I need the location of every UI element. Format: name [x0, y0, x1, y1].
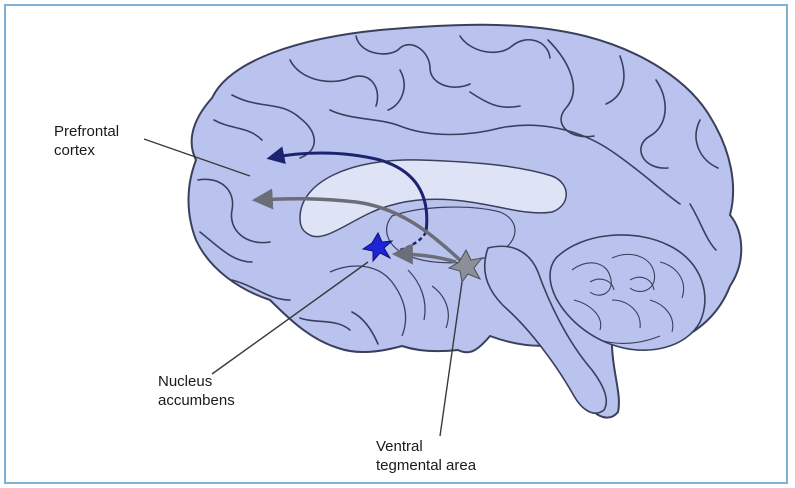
prefrontal-cortex-label-line2: cortex — [54, 141, 174, 160]
ventral-tegmental-area-label: Ventral tegmental area — [376, 437, 536, 475]
vta-label-line2: tegmental area — [376, 456, 536, 475]
prefrontal-cortex-label-line1: Prefrontal — [54, 122, 174, 141]
prefrontal-cortex-label: Prefrontal cortex — [54, 122, 174, 160]
nucleus-accumbens-label: Nucleus accumbens — [158, 372, 278, 410]
vta-label-line1: Ventral — [376, 437, 536, 456]
nucleus-accumbens-label-line1: Nucleus — [158, 372, 278, 391]
nucleus-accumbens-label-line2: accumbens — [158, 391, 278, 410]
